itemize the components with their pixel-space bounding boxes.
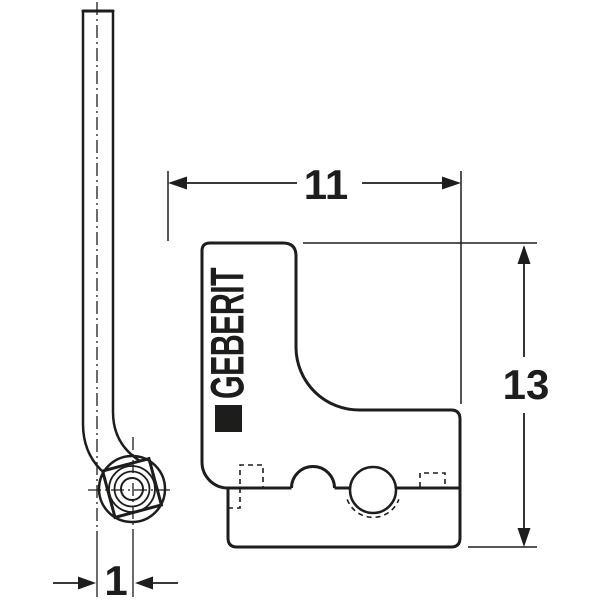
clamp-saddle-arc <box>290 465 336 489</box>
dimension-width: 11 <box>167 161 462 404</box>
union-bore-circle <box>120 477 144 501</box>
pipe-right-edge <box>111 9 142 463</box>
geberit-logo: GEBERIT <box>201 267 254 432</box>
bracket-outline <box>200 241 462 549</box>
brand-wordmark: GEBERIT <box>201 267 254 399</box>
union-ring-circle <box>108 465 156 513</box>
clamp-pipe-hole <box>348 465 398 515</box>
offset-arrow-right <box>135 576 153 590</box>
width-arrow-right <box>442 176 461 190</box>
offset-value: 1 <box>104 557 127 600</box>
hidden-hole-arc <box>346 499 400 519</box>
supply-pipe <box>81 9 142 472</box>
logo-square <box>215 405 242 432</box>
width-value: 11 <box>304 161 348 208</box>
bracket-body <box>200 241 462 549</box>
offset-arrow-left <box>78 576 96 590</box>
dimension-offset: 1 <box>53 557 178 600</box>
nut-square <box>100 456 164 520</box>
dimension-height: 13 <box>303 242 550 548</box>
height-arrow-top <box>517 245 531 264</box>
height-arrow-bottom <box>517 528 531 547</box>
union-seat-circle <box>113 470 151 508</box>
union-outer-circle <box>97 454 167 524</box>
height-value: 13 <box>503 361 550 408</box>
pipe-left-edge <box>81 9 103 472</box>
hidden-slot-right <box>419 472 446 487</box>
hidden-detail <box>228 464 446 519</box>
width-arrow-left <box>168 176 187 190</box>
hidden-slot-left <box>228 464 264 509</box>
union-nut-fitting <box>97 454 167 524</box>
